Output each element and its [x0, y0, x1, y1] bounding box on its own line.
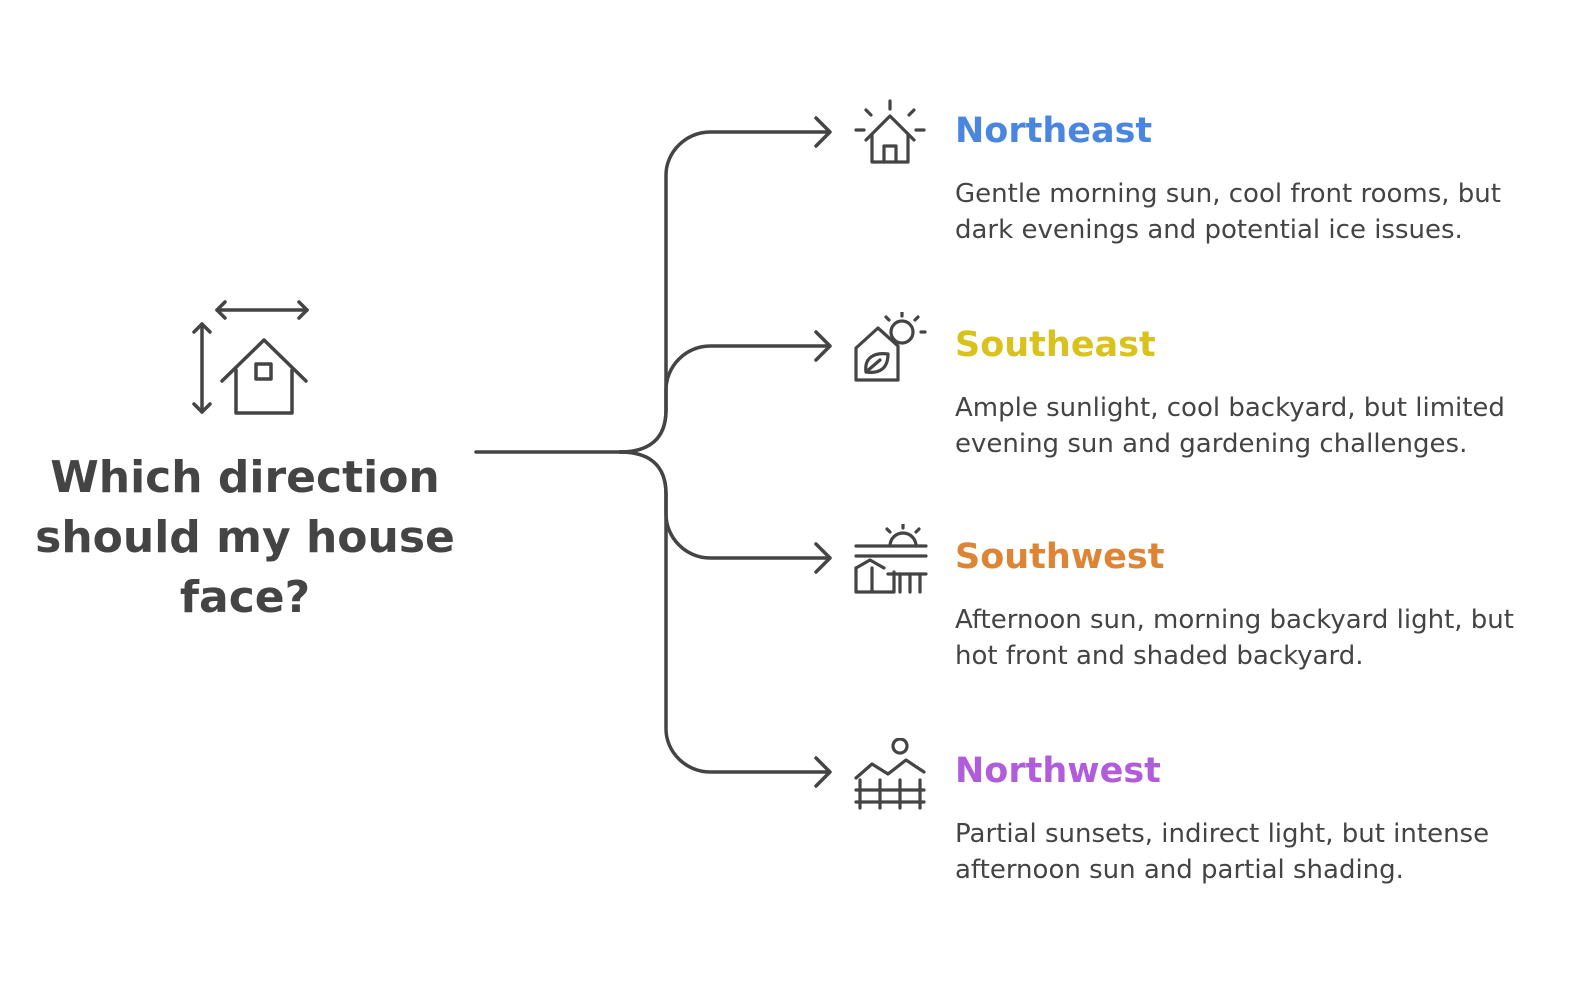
connector-northwest — [618, 450, 830, 774]
farm-sunset-icon — [854, 524, 928, 594]
option-description-northeast: Gentle morning sun, cool front rooms, bu… — [955, 179, 1501, 245]
connector-southwest — [618, 450, 830, 560]
option-northeast: Northeast Gentle morning sun, cool front… — [850, 98, 1550, 298]
option-title-northeast: Northeast — [955, 111, 1153, 151]
diagram-question: Which direction should my house face? — [35, 452, 455, 623]
arrowhead-southwest — [814, 542, 832, 574]
sunrise-house-icon — [854, 99, 926, 164]
option-description-southeast: Ample sunlight, cool backyard, but limit… — [955, 393, 1505, 459]
arrowhead-southeast — [814, 330, 832, 362]
connector-southeast — [618, 344, 830, 454]
option-title-southeast: Southeast — [955, 325, 1156, 365]
option-description-northwest: Partial sunsets, indirect light, but int… — [955, 819, 1490, 885]
arrowhead-northeast — [814, 116, 832, 148]
arrowhead-northwest — [814, 756, 832, 788]
option-northwest: Northwest Partial sunsets, indirect ligh… — [850, 738, 1550, 938]
option-title-southwest: Southwest — [955, 537, 1165, 577]
option-title-northwest: Northwest — [955, 751, 1161, 791]
house-dimensions-icon — [192, 300, 309, 415]
option-southwest: Southwest Afternoon sun, morning backyar… — [850, 524, 1550, 724]
connector-northeast — [618, 130, 830, 454]
eco-house-sun-icon — [854, 312, 927, 382]
option-description-southwest: Afternoon sun, morning backyard light, b… — [955, 605, 1514, 671]
landscape-fence-icon — [854, 738, 926, 810]
option-southeast: Southeast Ample sunlight, cool backyard,… — [850, 312, 1550, 512]
